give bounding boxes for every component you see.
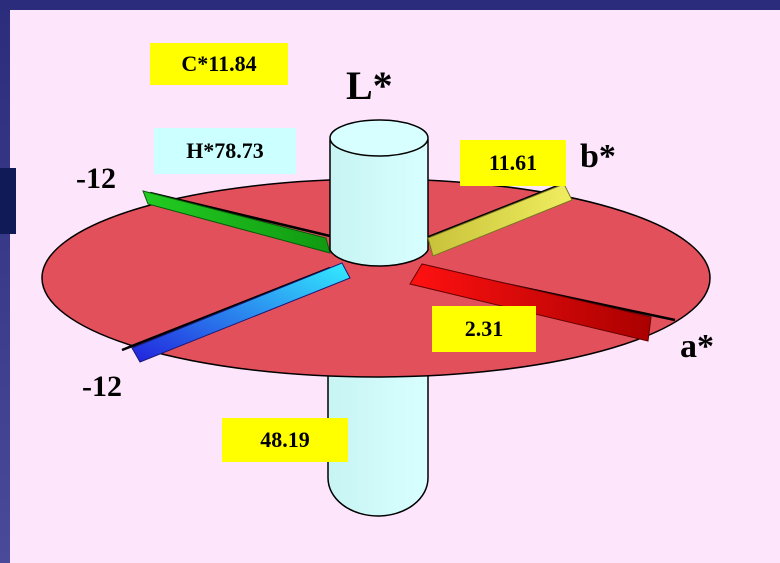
red-axis-bar bbox=[409, 263, 652, 342]
yellow-axis-bar bbox=[427, 183, 573, 257]
l-value-box: 48.19 bbox=[222, 418, 348, 462]
lightness-cylinder-upper bbox=[329, 119, 429, 267]
neg-b-end-label: -12 bbox=[82, 370, 122, 403]
a-star-label: a* bbox=[680, 328, 714, 365]
green-axis-bar bbox=[142, 190, 331, 254]
l-star-label: L* bbox=[346, 63, 393, 108]
blue-axis-bar bbox=[131, 262, 351, 363]
left-edge-tab bbox=[0, 168, 16, 234]
lightness-cylinder-lower bbox=[327, 359, 429, 517]
b-value-box: 11.61 bbox=[460, 140, 566, 186]
a-value-box: 2.31 bbox=[432, 306, 536, 352]
hue-value-box: H*78.73 bbox=[154, 128, 296, 174]
chroma-value-box: C*11.84 bbox=[150, 43, 288, 85]
b-star-label: b* bbox=[580, 138, 616, 175]
neg-a-end-label: -12 bbox=[76, 162, 116, 195]
